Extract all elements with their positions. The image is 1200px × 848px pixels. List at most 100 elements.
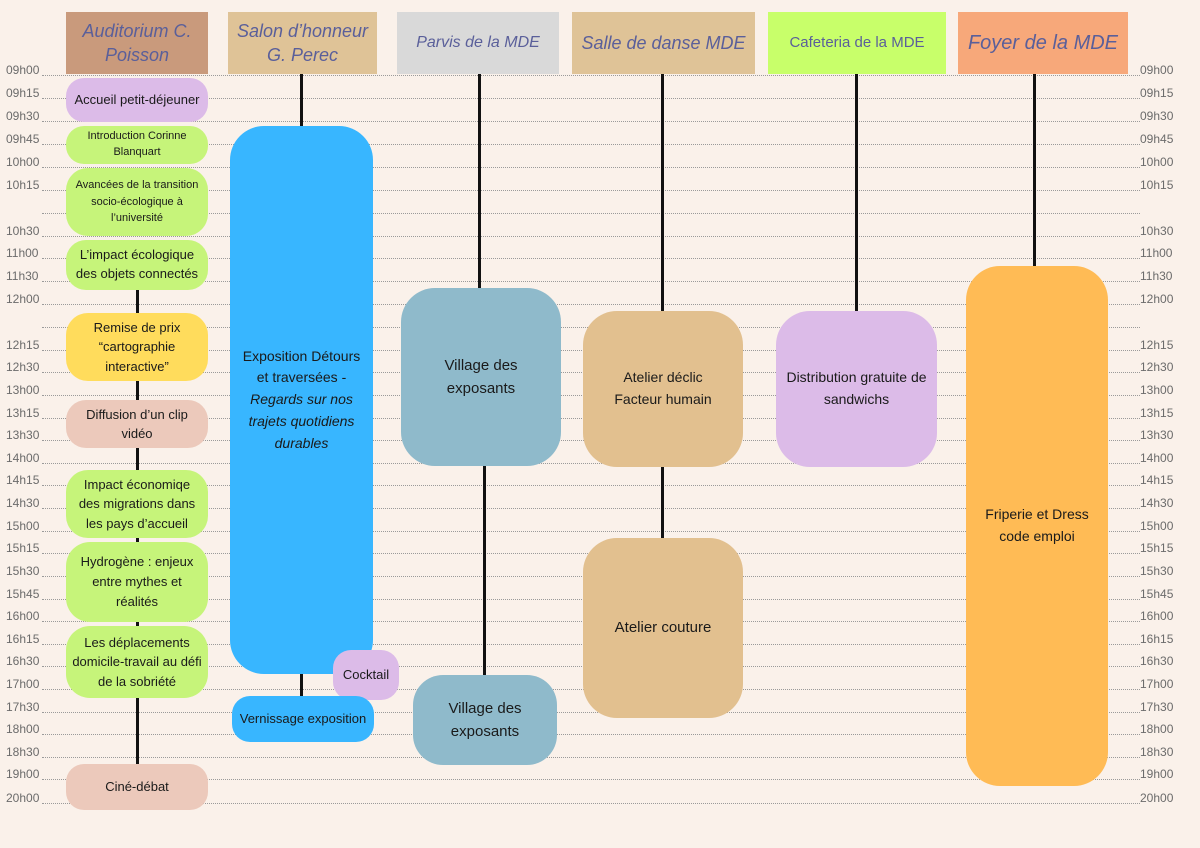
time-row-divider — [42, 258, 1140, 259]
venue-header-salle-danse: Salle de danse MDE — [572, 12, 755, 74]
time-label-right: 16h30 — [1140, 654, 1174, 668]
event-exposition-detours: Exposition Détours et traversées - Regar… — [230, 126, 373, 674]
time-label-right: 14h15 — [1140, 473, 1174, 487]
time-label-right: 10h00 — [1140, 155, 1174, 169]
time-label-left: 15h30 — [6, 564, 40, 578]
event-impact-ecologique: L’impact écologique des objets connectés — [66, 240, 208, 290]
event-hydrogene: Hydrogène : enjeux entre mythes et réali… — [66, 542, 208, 622]
venue-header-foyer: Foyer de la MDE — [958, 12, 1128, 74]
time-row-divider — [42, 531, 1140, 532]
time-label-right: 14h00 — [1140, 451, 1174, 465]
parvis-timeline — [478, 72, 481, 292]
time-label-left: 12h15 — [6, 338, 40, 352]
time-row: 09h45 09h45 — [0, 125, 1200, 147]
time-label-left: 16h30 — [6, 654, 40, 668]
time-label-right: 10h30 — [1140, 224, 1174, 238]
time-row: 14h00 14h00 — [0, 444, 1200, 466]
event-introduction: Introduction Corinne Blanquart — [66, 126, 208, 164]
time-row-divider — [42, 144, 1140, 145]
time-label-right: 13h15 — [1140, 406, 1174, 420]
time-row-divider — [42, 485, 1140, 486]
time-label-left: 19h00 — [6, 767, 40, 781]
event-vernissage: Vernissage exposition — [232, 696, 374, 742]
time-row-divider — [42, 757, 1140, 758]
time-row — [0, 194, 1200, 216]
time-row: 17h30 17h30 — [0, 693, 1200, 715]
event-accueil: Accueil petit-déjeuner — [66, 78, 208, 122]
time-label-right: 12h00 — [1140, 292, 1174, 306]
time-label-left: 14h15 — [6, 473, 40, 487]
time-label-right: 17h00 — [1140, 677, 1174, 691]
time-row-divider — [42, 803, 1140, 804]
venue-header-salon: Salon d’honneur G. Perec — [228, 12, 377, 74]
time-label-right: 09h15 — [1140, 86, 1174, 100]
event-avancees: Avancées de la transition socio-écologiq… — [66, 168, 208, 236]
time-label-right: 09h00 — [1140, 63, 1174, 77]
time-label-left: 18h30 — [6, 745, 40, 759]
parvis-timeline-lower — [483, 462, 486, 678]
time-label-left: 13h00 — [6, 383, 40, 397]
event-cine-debat: Ciné-débat — [66, 764, 208, 810]
event-village-exposants-1: Village des exposants — [401, 288, 561, 466]
time-label-left: 11h30 — [6, 269, 39, 283]
time-label-left: 15h15 — [6, 541, 40, 555]
time-label-right: 17h30 — [1140, 700, 1174, 714]
time-label-left: 16h15 — [6, 632, 40, 646]
time-label-left: 11h00 — [6, 246, 39, 260]
time-row: 14h15 14h15 — [0, 466, 1200, 488]
time-label-left: 17h00 — [6, 677, 40, 691]
time-label-left: 18h00 — [6, 722, 40, 736]
time-row-divider — [42, 734, 1140, 735]
time-label-right: 16h00 — [1140, 609, 1174, 623]
time-label-right: 09h30 — [1140, 109, 1174, 123]
time-label-left: 16h00 — [6, 609, 40, 623]
time-label-right: 16h15 — [1140, 632, 1174, 646]
time-label-right: 10h15 — [1140, 178, 1174, 192]
time-label-left: 09h45 — [6, 132, 40, 146]
time-row: 10h30 10h30 — [0, 217, 1200, 239]
time-row-divider — [42, 98, 1140, 99]
time-label-left: 10h30 — [6, 224, 40, 238]
time-row-divider — [42, 712, 1140, 713]
event-deplacements: Les déplacements domicile-travail au déf… — [66, 626, 208, 698]
time-label-left: 20h00 — [6, 791, 40, 805]
time-row: 19h00 19h00 — [0, 760, 1200, 782]
event-diffusion-clip: Diffusion d’un clip vidéo — [66, 400, 208, 448]
time-label-left: 15h00 — [6, 519, 40, 533]
time-label-left: 15h45 — [6, 587, 40, 601]
event-distribution-sandwichs: Distribution gratuite de sandwichs — [776, 311, 937, 467]
salle-danse-timeline — [661, 72, 664, 542]
time-label-left: 10h15 — [6, 178, 40, 192]
cafeteria-timeline — [855, 72, 858, 316]
time-label-left: 12h00 — [6, 292, 40, 306]
time-label-right: 19h00 — [1140, 767, 1174, 781]
time-row-divider — [42, 75, 1140, 76]
time-label-right: 15h15 — [1140, 541, 1174, 555]
time-label-left: 09h30 — [6, 109, 40, 123]
time-label-right: 18h00 — [1140, 722, 1174, 736]
time-row-divider — [42, 190, 1140, 191]
time-row-divider — [42, 281, 1140, 282]
time-label-right: 14h30 — [1140, 496, 1174, 510]
expo-subtitle: Regards sur nos trajets quotidiens durab… — [248, 391, 355, 451]
time-row-divider — [42, 213, 1140, 214]
foyer-timeline — [1033, 72, 1036, 272]
time-label-right: 15h00 — [1140, 519, 1174, 533]
time-row-divider — [42, 508, 1140, 509]
event-atelier-couture: Atelier couture — [583, 538, 743, 718]
time-label-left: 14h00 — [6, 451, 40, 465]
time-label-left: 17h30 — [6, 700, 40, 714]
time-label-left: 13h30 — [6, 428, 40, 442]
time-label-right: 09h45 — [1140, 132, 1174, 146]
time-row: 09h30 09h30 — [0, 102, 1200, 124]
time-row-divider — [42, 304, 1140, 305]
time-label-right: 12h15 — [1140, 338, 1174, 352]
time-row-divider — [42, 121, 1140, 122]
